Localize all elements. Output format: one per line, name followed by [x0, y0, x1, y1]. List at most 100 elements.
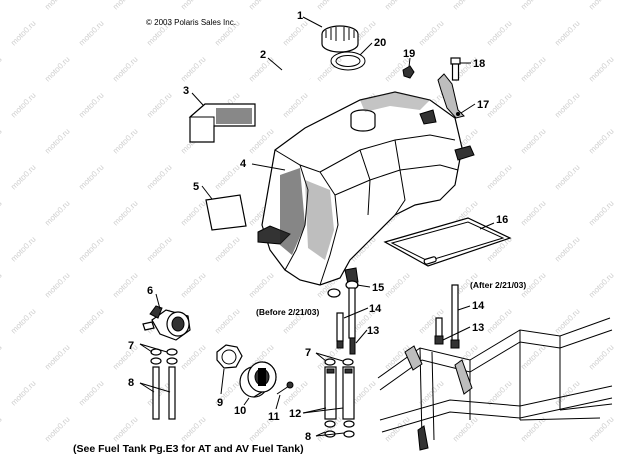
frame-part [377, 317, 613, 451]
watermark-text: moto0.ru [383, 271, 412, 300]
watermark-text: moto0.ru [77, 91, 106, 120]
bracket-part [437, 73, 465, 119]
watermark-text: moto0.ru [9, 235, 38, 264]
watermark-text: moto0.ru [417, 19, 446, 48]
watermark-text: moto0.ru [553, 91, 582, 120]
callout-4: 4 [240, 158, 247, 170]
copyright-text: © 2003 Polaris Sales Inc. [146, 18, 236, 27]
decal-part [205, 194, 247, 231]
watermark-text: moto0.ru [519, 343, 548, 372]
watermark-text: moto0.ru [111, 343, 140, 372]
leader-lines [139, 16, 495, 437]
watermark-text: moto0.ru [77, 307, 106, 336]
watermark-text: moto0.ru [587, 271, 616, 300]
watermark-text: moto0.ru [0, 127, 4, 156]
watermark-text: moto0.ru [587, 343, 616, 372]
watermark-text: moto0.ru [587, 127, 616, 156]
callout-8: 8 [128, 377, 134, 389]
watermark-text: moto0.ru [247, 0, 276, 11]
watermark-text: moto0.ru [111, 271, 140, 300]
watermark-text: moto0.ru [519, 127, 548, 156]
watermark-text: moto0.ru [553, 163, 582, 192]
callout-13: 13 [367, 325, 379, 337]
watermark-text: moto0.ru [77, 379, 106, 408]
callout-13-after: 13 [472, 322, 484, 334]
callout-6: 6 [147, 285, 153, 297]
watermark-text: moto0.ru [451, 0, 480, 11]
watermark-text: moto0.ru [145, 235, 174, 264]
callout-16: 16 [496, 214, 508, 226]
watermark-text: moto0.ru [519, 0, 548, 11]
watermark-text: moto0.ru [0, 343, 4, 372]
watermark-text: moto0.ru [179, 0, 208, 11]
callout-8-center: 8 [305, 431, 311, 443]
watermark-text: moto0.ru [179, 343, 208, 372]
watermark-text: moto0.ru [9, 307, 38, 336]
grommets-15-part [327, 280, 359, 339]
watermark-text: moto0.ru [213, 235, 242, 264]
fuel-sender-part [239, 361, 277, 398]
watermark-text: moto0.ru [9, 91, 38, 120]
callout-15: 15 [372, 282, 384, 294]
cap-gasket-part [330, 51, 366, 71]
callout-7-center: 7 [305, 347, 311, 359]
watermark-text: moto0.ru [587, 199, 616, 228]
watermark-text: moto0.ru [485, 163, 514, 192]
callout-5: 5 [193, 181, 199, 193]
callout-7: 7 [128, 340, 134, 352]
watermark-text: moto0.ru [553, 235, 582, 264]
watermark-text: moto0.ru [553, 19, 582, 48]
watermark-text: moto0.ru [145, 91, 174, 120]
watermark-text: moto0.ru [77, 235, 106, 264]
callout-labels: 1 2 3 4 5 6 7 8 9 10 11 12 13 14 15 16 1… [128, 10, 508, 443]
watermark-text: moto0.ru [587, 415, 616, 444]
watermark-text: moto0.ru [587, 55, 616, 84]
watermark-text: moto0.ru [451, 415, 480, 444]
footnote-text: (See Fuel Tank Pg.E3 for AT and AV Fuel … [73, 443, 304, 455]
fuel-cap-part [321, 25, 359, 53]
hose-clamps-left-part [150, 348, 178, 365]
watermark-text: moto0.ru [519, 55, 548, 84]
watermark-text: moto0.ru [9, 163, 38, 192]
callout-18: 18 [473, 58, 485, 70]
watermark-text: moto0.ru [213, 163, 242, 192]
callout-2: 2 [260, 49, 266, 61]
callout-12: 12 [289, 408, 301, 420]
watermark-text: moto0.ru [43, 127, 72, 156]
bolt-18-part [450, 57, 461, 81]
watermark-text: moto0.ru [179, 199, 208, 228]
nut-part [216, 344, 243, 369]
fuel-tank-part [257, 91, 475, 286]
callout-10: 10 [234, 405, 246, 417]
fuel-line-after-part [434, 284, 460, 349]
watermark-text: moto0.ru [0, 55, 4, 84]
pad-part [383, 217, 512, 267]
callout-14-after: 14 [472, 300, 485, 312]
watermark-text: moto0.ru [111, 415, 140, 444]
watermark-text: moto0.ru [383, 415, 412, 444]
watermark-text: moto0.ru [213, 307, 242, 336]
watermark-text: moto0.ru [281, 91, 310, 120]
watermark-text: moto0.ru [247, 271, 276, 300]
fuel-hoses-left-part [152, 366, 176, 420]
watermark-text: moto0.ru [587, 0, 616, 11]
watermark-text: moto0.ru [179, 55, 208, 84]
watermark-text: moto0.ru [43, 199, 72, 228]
watermark-text: moto0.ru [179, 415, 208, 444]
hose-clamps-center-part [324, 358, 354, 366]
caption-after: (After 2/21/03) [470, 280, 526, 290]
caption-before: (Before 2/21/03) [256, 307, 319, 317]
watermark-text: moto0.ru [9, 19, 38, 48]
watermark-text: moto0.ru [9, 379, 38, 408]
callout-3: 3 [183, 85, 189, 97]
watermark-text: moto0.ru [247, 127, 276, 156]
watermark-text: moto0.ru [485, 307, 514, 336]
watermark-text: moto0.ru [43, 343, 72, 372]
watermark-text: moto0.ru [111, 55, 140, 84]
watermark-text: moto0.ru [0, 415, 4, 444]
fuel-line-before-part [336, 312, 356, 355]
vent-hose-part [268, 69, 311, 81]
watermark-text: moto0.ru [485, 91, 514, 120]
watermark-text: moto0.ru [281, 379, 310, 408]
